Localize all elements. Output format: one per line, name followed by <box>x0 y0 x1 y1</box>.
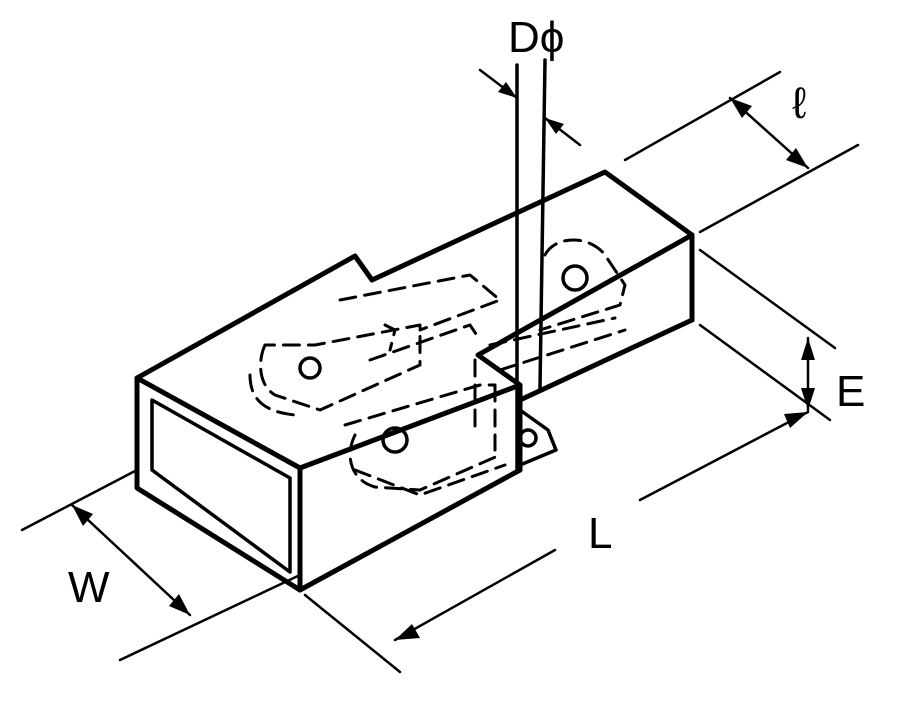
front-top-edge <box>297 382 523 471</box>
width-dim-line <box>70 503 192 617</box>
front-end-face <box>134 375 303 593</box>
left-hole <box>298 356 322 380</box>
width-ext-line-2 <box>118 573 302 662</box>
lead-ext-line-2 <box>698 143 860 234</box>
component-body <box>134 169 695 593</box>
dimension-diameter: Dϕ <box>478 13 582 147</box>
right-lead-strip-a <box>488 316 617 347</box>
tab-hole <box>518 428 538 448</box>
lead-arrow-1 <box>730 98 752 118</box>
lead-length-label: ℓ <box>792 79 806 128</box>
length-label: L <box>588 509 612 558</box>
lead-wire-right <box>538 58 547 390</box>
right-hole <box>561 264 589 292</box>
top-face-outline <box>134 169 695 381</box>
left-lead-pad-edge <box>248 373 297 417</box>
front-lead-pad <box>348 433 502 492</box>
front-face-window <box>150 398 292 574</box>
height-ext-line-1 <box>698 248 837 350</box>
diameter-label: Dϕ <box>508 13 564 62</box>
dia-arrow-left-head <box>498 82 517 98</box>
dimension-width: W <box>20 468 302 662</box>
width-arrow-1 <box>72 505 93 526</box>
height-arrow-2 <box>801 388 815 410</box>
height-arrow-1 <box>801 338 815 360</box>
lead-ext-line-1 <box>623 70 782 162</box>
left-lead-strip-fold <box>383 323 397 352</box>
lead-wire <box>515 58 547 472</box>
height-ext-line-2 <box>698 323 832 422</box>
lead-arrow-2 <box>786 148 808 168</box>
front-lead-strip <box>343 383 497 427</box>
width-label: W <box>68 563 110 612</box>
front-bottom-edge <box>297 467 523 593</box>
dimension-length: L <box>303 410 810 674</box>
length-arrow-1 <box>395 624 420 640</box>
width-arrow-2 <box>169 594 190 615</box>
length-ext-line-1 <box>303 593 402 674</box>
rear-bottom-edge <box>517 317 695 403</box>
left-lead-strip-mid <box>368 323 482 362</box>
dia-arrow-right-head <box>545 118 564 134</box>
hidden-lead-frames <box>248 238 627 497</box>
width-ext-line-1 <box>20 468 139 532</box>
dimension-height: E <box>698 248 865 422</box>
right-lead-pad <box>538 238 627 332</box>
solder-tab <box>518 408 558 467</box>
front-hole <box>381 426 409 454</box>
front-lead-pad-edge <box>353 463 507 497</box>
step-top-edge <box>475 232 695 388</box>
length-dim-line-a <box>393 548 557 642</box>
left-lead-strip-top <box>338 273 502 332</box>
height-label: E <box>836 367 865 416</box>
right-lead-strip-b <box>498 328 627 372</box>
dimension-lead-length: ℓ <box>623 70 860 234</box>
length-arrow-2 <box>784 412 808 428</box>
left-lead-pad <box>259 323 422 412</box>
length-dim-line-b <box>638 410 810 502</box>
